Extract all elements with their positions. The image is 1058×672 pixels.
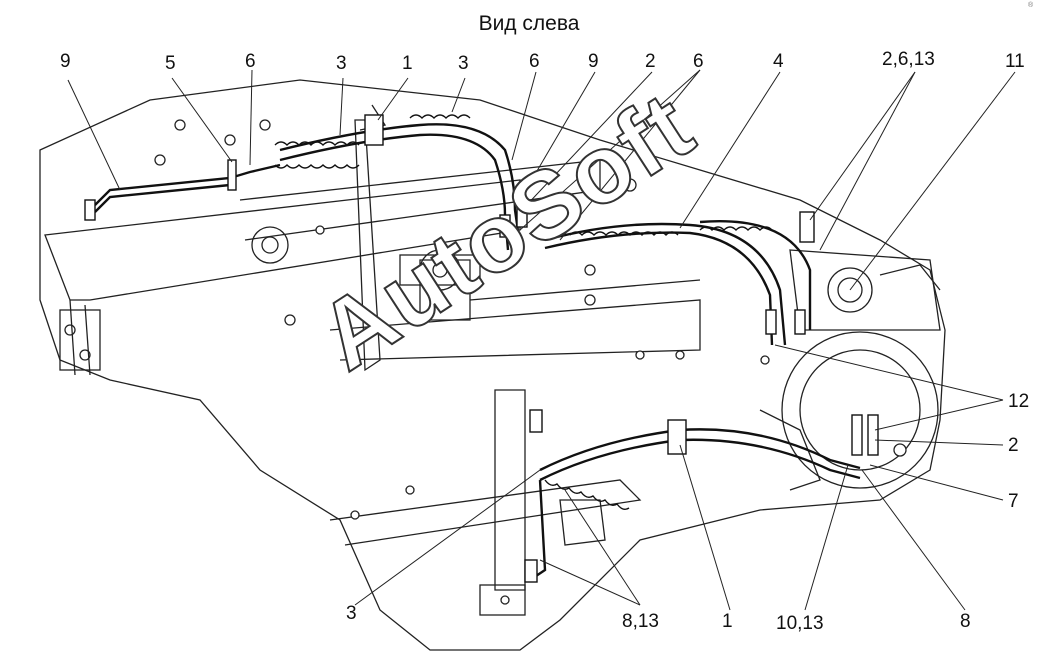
hose-upper <box>279 123 522 246</box>
corner-mark: ® <box>1028 2 1034 9</box>
callout-label: 9 <box>60 51 71 72</box>
callout-label: 6 <box>245 51 256 72</box>
callout-label: 2 <box>645 51 656 72</box>
callout-label: 8,13 <box>622 611 659 632</box>
callout-label: 11 <box>1005 51 1025 72</box>
hose-mid <box>544 222 787 346</box>
hose-lower <box>539 428 861 472</box>
sprocket <box>419 249 461 291</box>
callout-label: 1 <box>402 53 413 74</box>
cross-beam <box>239 159 601 241</box>
view-title: Вид слева <box>478 12 580 35</box>
main-beam <box>44 179 521 301</box>
callout-label: 9 <box>588 51 599 72</box>
callout-label: 5 <box>165 53 176 74</box>
spring-guards <box>274 114 773 511</box>
hose-fittings <box>84 114 879 583</box>
callout-label: 12 <box>1008 391 1030 412</box>
callout-label: 6 <box>529 51 540 72</box>
callout-label: 2 <box>1008 435 1019 456</box>
callout-label: 6 <box>693 51 704 72</box>
callout-label: 7 <box>1008 491 1019 512</box>
pivot-hub <box>251 226 289 264</box>
callout-label: 3 <box>336 53 347 74</box>
drive-wheel <box>781 331 939 489</box>
hydraulic-cylinder <box>494 389 526 591</box>
callout-label: 3 <box>458 53 469 74</box>
callout-label: 8 <box>960 611 971 632</box>
callout-label: 4 <box>773 51 784 72</box>
left-bracket <box>59 309 101 371</box>
callout-label: 1 <box>722 611 733 632</box>
bolt-holes <box>154 119 907 520</box>
vertical-strut <box>354 119 381 372</box>
frame-outline <box>39 79 946 651</box>
leader-lines <box>67 69 1016 611</box>
callout-label: 3 <box>346 603 357 624</box>
callout-label: 2,6,13 <box>882 49 935 70</box>
callout-label: 10,13 <box>776 613 824 634</box>
